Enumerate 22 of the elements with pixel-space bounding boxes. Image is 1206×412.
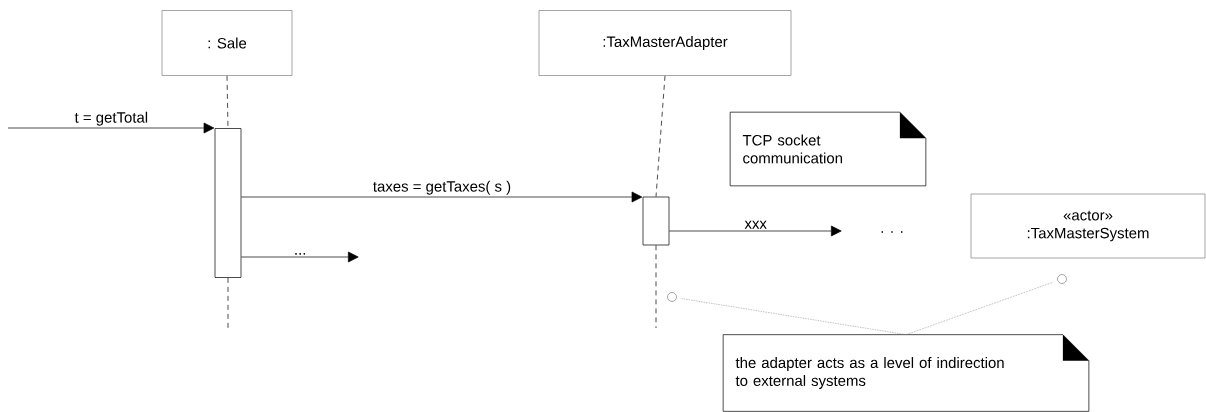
object-box: :TaxMasterAdapter — [538, 10, 792, 76]
activation-bar — [642, 196, 670, 246]
lifeline — [655, 245, 657, 329]
ellipsis-text: . . . — [881, 231, 903, 233]
note: TCP socket communication — [729, 111, 927, 187]
note: the adapter acts as a level of indirection to external systems — [722, 334, 1090, 412]
activation-bar — [214, 128, 242, 278]
leader-line — [680, 298, 907, 335]
message-label: xxx — [744, 220, 767, 229]
message-label: t = getTotal — [74, 111, 148, 126]
message-arrow — [7, 122, 215, 134]
message-arrow — [241, 251, 359, 263]
leader-line — [905, 281, 1054, 335]
lifeline — [655, 75, 666, 197]
message-label: ... — [295, 253, 306, 255]
lifeline — [227, 277, 229, 329]
message-arrow — [241, 191, 643, 203]
lifeline — [226, 75, 229, 129]
object-box: : Sale — [161, 10, 293, 76]
object-box: «actor» :TaxMasterSystem — [970, 193, 1206, 259]
message-arrow — [669, 225, 842, 237]
message-label: taxes = getTaxes( s ) — [373, 180, 511, 195]
